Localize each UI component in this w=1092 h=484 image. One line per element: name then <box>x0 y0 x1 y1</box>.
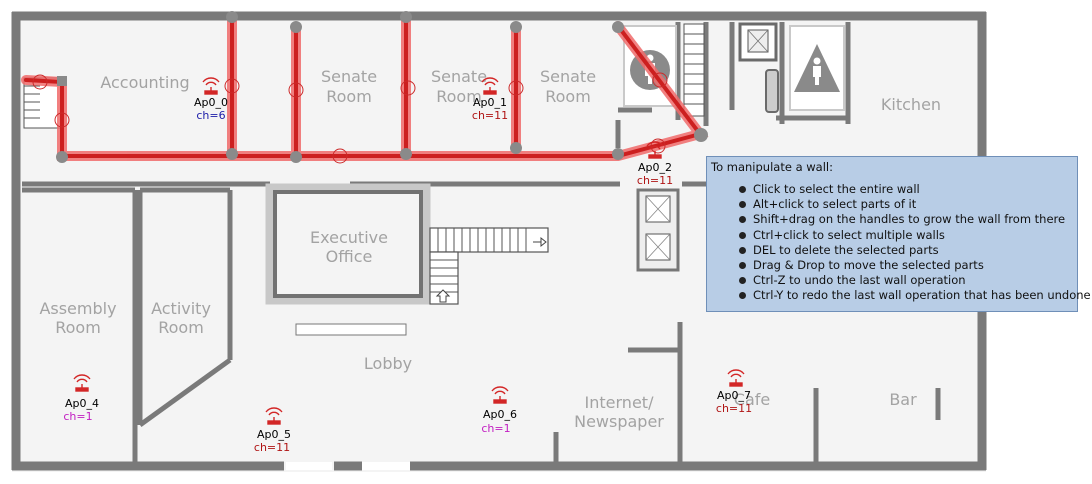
access-point[interactable]: Ap0_5 ch=11 <box>254 407 291 454</box>
router-icon[interactable] <box>646 141 664 159</box>
router-icon[interactable] <box>265 407 283 425</box>
help-item: Ctrl+click to select multiple walls <box>739 228 1091 243</box>
selected-wall[interactable] <box>24 16 704 158</box>
wall-help-tooltip: To manipulate a wall: Click to select th… <box>706 156 1091 312</box>
lobby-counter <box>295 323 407 336</box>
access-point[interactable]: Ap0_7 ch=11 <box>716 369 752 415</box>
stair-arrow-up-icon <box>435 289 451 303</box>
room-label-accounting: Accounting <box>100 73 189 92</box>
wall-handle[interactable] <box>400 11 412 23</box>
elevator <box>738 22 779 113</box>
help-item: DEL to delete the selected parts <box>739 243 1091 258</box>
access-point[interactable]: Ap0_4 ch=1 <box>63 374 99 423</box>
access-point[interactable]: Ap0_2 ch=11 <box>637 141 673 187</box>
wall-handle[interactable] <box>510 21 522 33</box>
router-icon[interactable] <box>73 374 91 392</box>
room-label-kitchen: Kitchen <box>881 95 941 114</box>
north-staircase <box>683 23 705 117</box>
ap-channel: ch=1 <box>63 410 92 423</box>
wall-handle[interactable] <box>694 128 708 142</box>
south-door-2 <box>362 462 410 470</box>
help-list: Click to select the entire wall Alt+clic… <box>739 182 1091 304</box>
segment-marker[interactable] <box>332 148 348 164</box>
help-title: To manipulate a wall: <box>711 160 833 174</box>
access-point[interactable]: Ap0_0 ch=6 <box>194 77 228 122</box>
segment-marker[interactable] <box>288 82 304 98</box>
ap-name: Ap0_4 <box>65 397 99 410</box>
wall-handle[interactable] <box>226 11 238 23</box>
ap-name: Ap0_5 <box>257 428 291 441</box>
wall-handle[interactable] <box>290 21 302 33</box>
help-item: Ctrl-Y to redo the last wall operation t… <box>739 288 1091 303</box>
south-door-1 <box>286 462 332 470</box>
router-icon[interactable] <box>727 369 745 387</box>
help-item: Alt+click to select parts of it <box>739 197 1091 212</box>
wall-handle[interactable] <box>290 151 302 163</box>
ap-channel: ch=1 <box>481 422 510 435</box>
wall-handle[interactable] <box>612 21 624 33</box>
help-item: Shift+drag on the handles to grow the wa… <box>739 212 1091 227</box>
wall-activity-diagonal[interactable] <box>138 357 232 428</box>
wall-handle[interactable] <box>226 148 238 160</box>
room-label-lobby: Lobby <box>364 354 412 373</box>
wall-handle[interactable] <box>612 148 624 160</box>
service-shaft <box>636 188 680 272</box>
room-label-bar: Bar <box>889 390 917 409</box>
ap-name: Ap0_1 <box>473 96 507 109</box>
segment-marker[interactable] <box>652 72 668 88</box>
wall-handle[interactable] <box>400 148 412 160</box>
help-item: Drag & Drop to move the selected parts <box>739 258 1091 273</box>
segment-markers[interactable] <box>32 72 668 164</box>
help-item: Click to select the entire wall <box>739 182 1091 197</box>
segment-marker[interactable] <box>54 112 70 128</box>
ap-channel: ch=6 <box>196 109 225 122</box>
room-label-internet-newspaper: Internet/Newspaper <box>574 393 664 431</box>
segment-marker[interactable] <box>650 138 666 154</box>
ap-name: Ap0_6 <box>483 408 517 421</box>
access-point[interactable]: Ap0_1 ch=11 <box>472 77 508 122</box>
wall-handle[interactable] <box>57 76 67 86</box>
stair-arrow-right-icon <box>533 236 547 248</box>
segment-marker[interactable] <box>400 80 416 96</box>
wall-handle[interactable] <box>510 142 522 154</box>
access-point[interactable]: Ap0_6 ch=1 <box>481 386 517 435</box>
router-icon[interactable] <box>481 77 499 95</box>
room-label-cafe: Cafe <box>734 390 770 409</box>
wall-handle[interactable] <box>56 151 68 163</box>
segment-marker[interactable] <box>32 74 48 90</box>
ap-channel: ch=11 <box>472 109 508 122</box>
ap-name: Ap0_7 <box>717 389 751 402</box>
ap-channel: ch=11 <box>254 441 290 454</box>
main-staircase <box>429 227 549 305</box>
executive-office-wall[interactable] <box>273 190 423 298</box>
selected-wall-path[interactable] <box>24 24 704 158</box>
router-icon[interactable] <box>491 386 509 404</box>
segment-marker[interactable] <box>224 78 240 94</box>
ap-channel: ch=11 <box>637 174 673 187</box>
ap-name: Ap0_0 <box>194 96 228 109</box>
restroom-right <box>789 25 845 111</box>
wall-handles[interactable] <box>56 11 708 163</box>
help-item: Ctrl-Z to undo the last wall operation <box>739 273 1091 288</box>
ap-name: Ap0_2 <box>638 161 672 174</box>
router-icon[interactable] <box>202 77 220 95</box>
ap-channel: ch=11 <box>716 402 752 415</box>
segment-marker[interactable] <box>508 80 524 96</box>
person-icon <box>813 57 821 65</box>
interior-walls[interactable] <box>22 22 941 462</box>
